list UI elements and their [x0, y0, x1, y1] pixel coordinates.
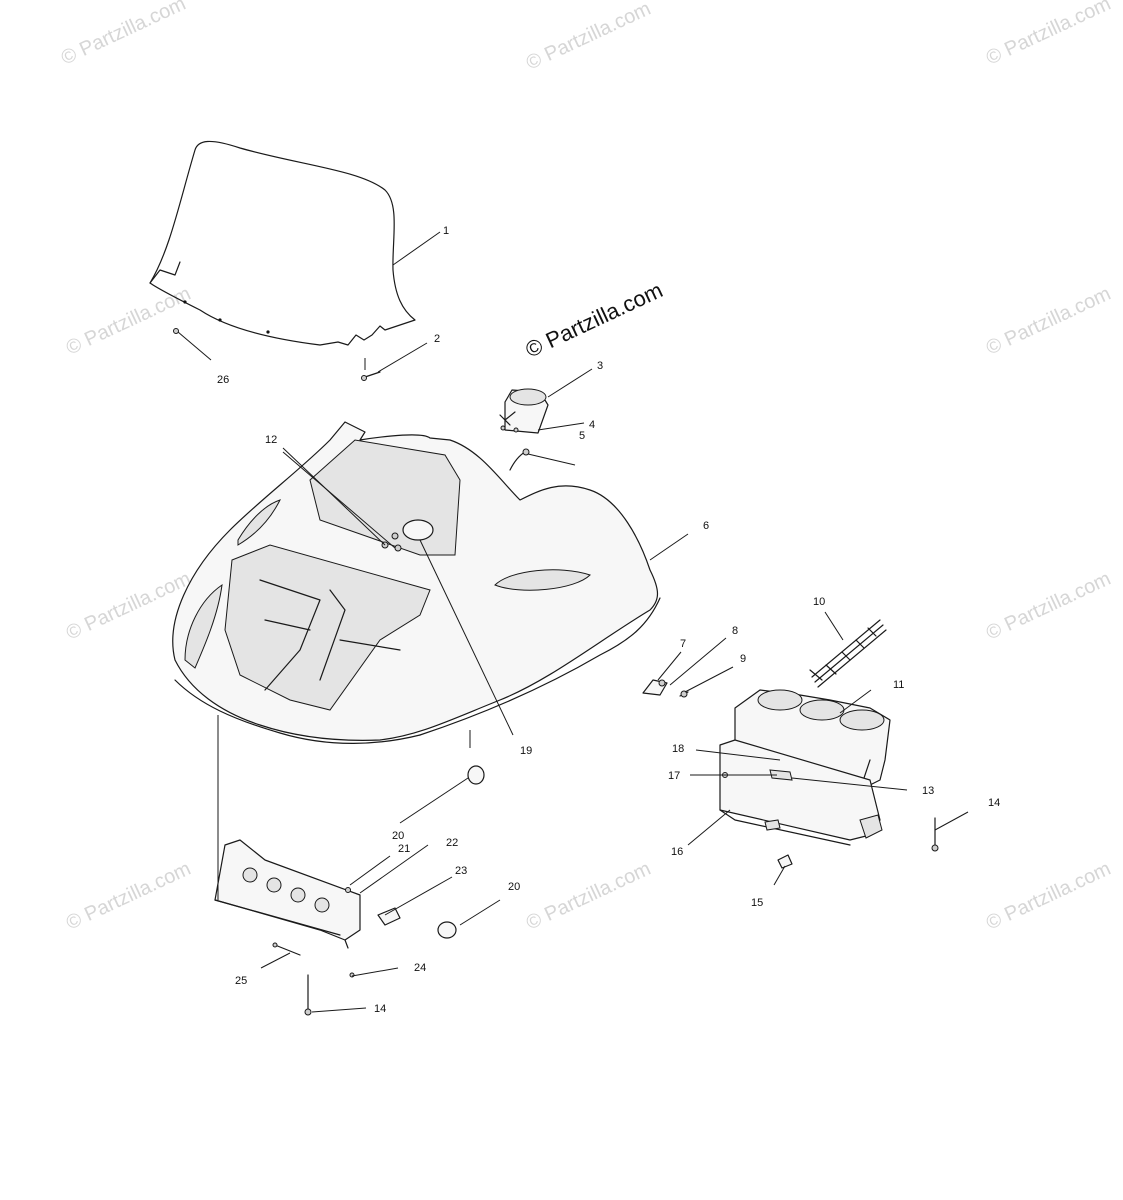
windshield-screw — [361, 358, 381, 381]
callout-14-left: 14 — [374, 1003, 386, 1015]
watermark: © Partzilla.com — [58, 0, 189, 70]
callout-22: 22 — [446, 837, 458, 849]
clip-parts — [642, 679, 689, 698]
callout-26: 26 — [217, 374, 229, 386]
bolt — [931, 817, 939, 852]
callout-9: 9 — [740, 653, 746, 665]
callout-19: 19 — [520, 745, 532, 757]
callout-24: 24 — [414, 962, 426, 974]
callout-17: 17 — [668, 770, 680, 782]
watermark: © Partzilla.com — [983, 858, 1114, 935]
callout-labels: 1 2 3 4 5 6 7 8 9 10 11 12 13 14 14 15 1… — [217, 225, 1000, 1015]
callout-3: 3 — [597, 360, 603, 372]
callout-16: 16 — [671, 846, 683, 858]
headlight — [734, 689, 891, 791]
callout-21: 21 — [398, 843, 410, 855]
wiring-harness — [809, 619, 887, 688]
callout-20-upper: 20 — [392, 830, 404, 842]
leader-lines — [177, 231, 969, 1013]
copyright-watermark: © Partzilla.com — [522, 277, 667, 362]
windshield — [149, 140, 416, 346]
callout-6: 6 — [703, 520, 709, 532]
watermark: © Partzilla.com — [983, 568, 1114, 645]
callout-20-lower: 20 — [508, 881, 520, 893]
watermark: © Partzilla.com — [983, 283, 1114, 360]
callout-12: 12 — [265, 434, 277, 446]
grommet — [437, 765, 485, 939]
headlight-bracket — [719, 739, 883, 846]
callout-1: 1 — [443, 225, 449, 237]
lower-pins — [272, 942, 355, 1016]
callout-14-right: 14 — [988, 797, 1000, 809]
callout-18: 18 — [672, 743, 684, 755]
watermark: © Partzilla.com — [523, 0, 654, 75]
callout-8: 8 — [732, 625, 738, 637]
callout-10: 10 — [813, 596, 825, 608]
callout-13: 13 — [922, 785, 934, 797]
callout-25: 25 — [235, 975, 247, 987]
callout-2: 2 — [434, 333, 440, 345]
nut — [777, 854, 793, 869]
watermarks: © Partzilla.com © Partzilla.com © Partzi… — [58, 0, 1114, 935]
callout-4: 4 — [589, 419, 595, 431]
gauge-assembly — [499, 388, 549, 471]
watermark: © Partzilla.com — [63, 858, 194, 935]
watermark: © Partzilla.com — [983, 0, 1114, 70]
callout-23: 23 — [455, 865, 467, 877]
callout-7: 7 — [680, 638, 686, 650]
lower-grille — [214, 839, 361, 949]
callout-15: 15 — [751, 897, 763, 909]
hood — [172, 421, 661, 744]
watermark: © Partzilla.com — [63, 283, 194, 360]
callout-11: 11 — [893, 679, 904, 691]
callout-5: 5 — [579, 430, 585, 442]
small-fasteners — [345, 887, 401, 926]
watermark: © Partzilla.com — [523, 858, 654, 935]
